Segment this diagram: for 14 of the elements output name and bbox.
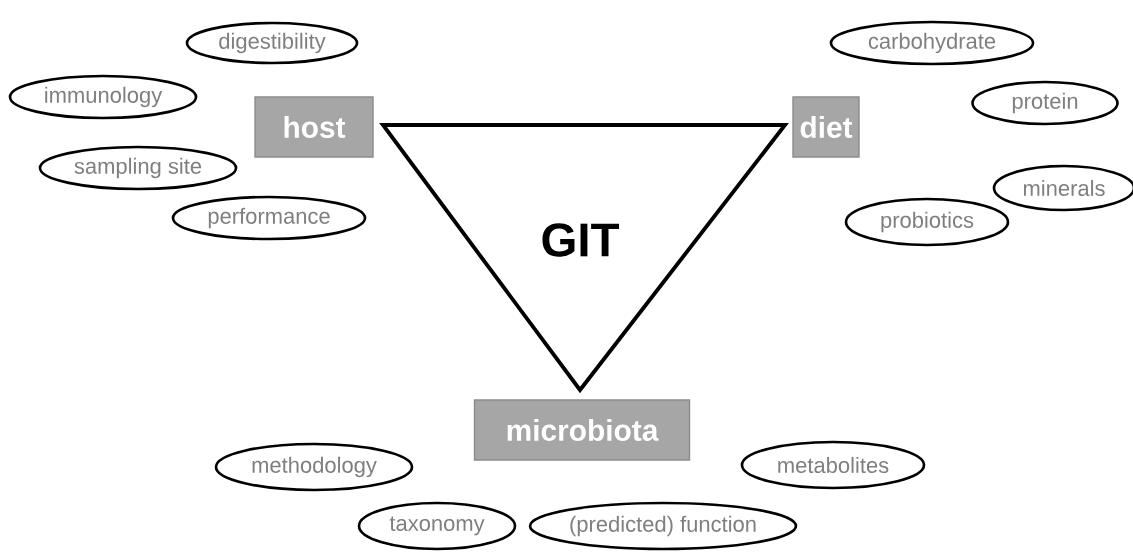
label-box: host	[254, 96, 374, 158]
oval: methodology	[214, 442, 414, 492]
oval: taxonomy	[357, 501, 517, 551]
oval: performance	[171, 195, 367, 241]
label-box: diet	[792, 96, 860, 158]
oval: immunology	[8, 74, 198, 120]
oval: protein	[971, 80, 1119, 126]
oval: sampling site	[38, 145, 238, 191]
oval: metabolites	[740, 440, 926, 490]
oval: digestibility	[185, 21, 359, 65]
oval: probiotics	[844, 197, 1010, 247]
label-box: microbiota	[473, 399, 691, 461]
oval: carbohydrate	[829, 20, 1035, 66]
oval: (predicted) function	[528, 501, 798, 551]
